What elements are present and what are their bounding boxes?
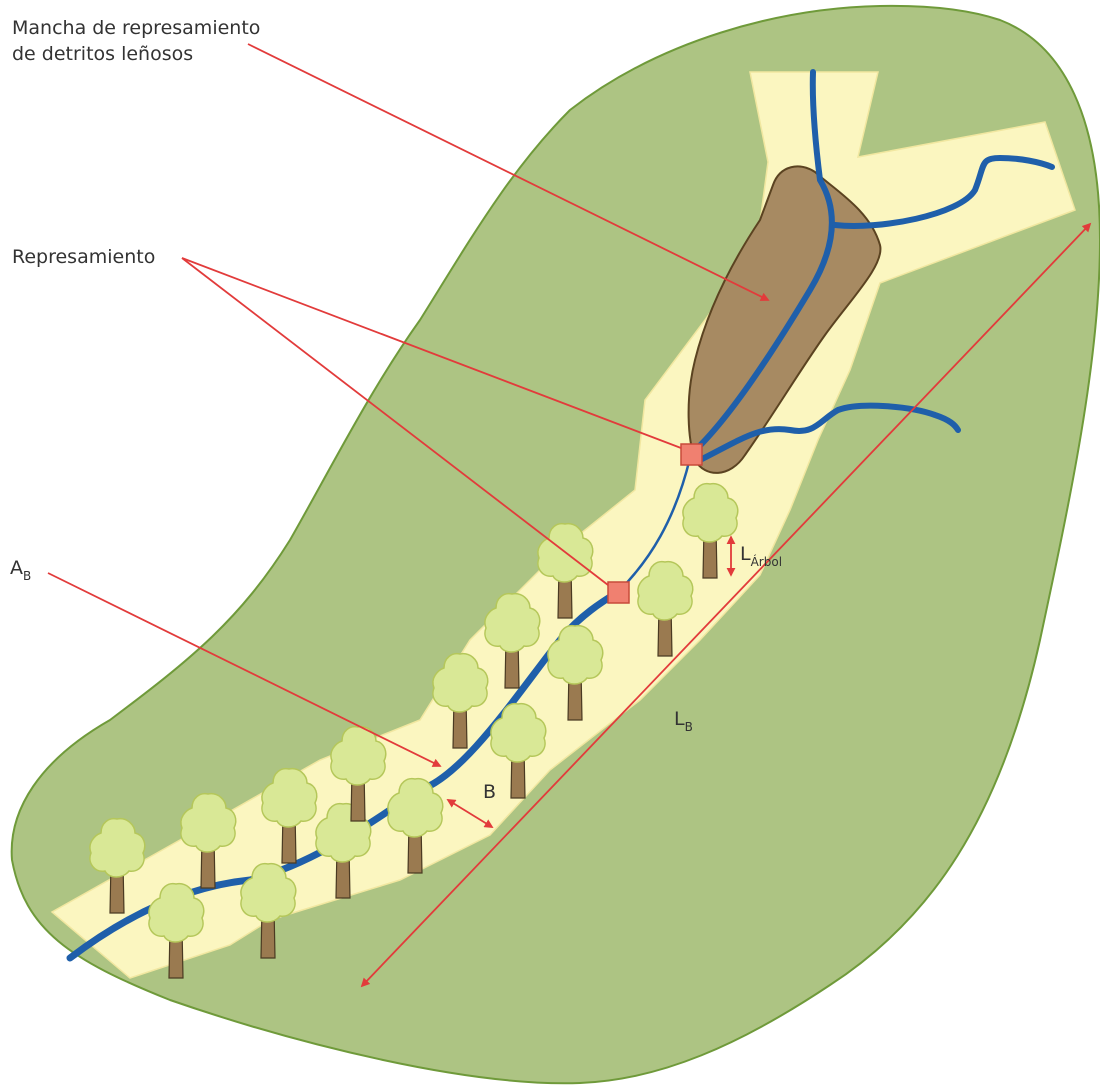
b-label: B bbox=[483, 781, 496, 803]
ab-label: AB bbox=[10, 557, 31, 583]
lb-label-main: L bbox=[674, 708, 685, 730]
dam-marker-icon bbox=[608, 582, 629, 603]
lb-label-sub: B bbox=[685, 720, 693, 734]
dam-marker-icon bbox=[681, 444, 702, 465]
mancha-label-line2: de detritos leñosos bbox=[12, 43, 193, 65]
larbol-label-main: L bbox=[740, 543, 751, 565]
ab-label-main: A bbox=[10, 557, 23, 579]
mancha-label-line1: Mancha de represamiento bbox=[12, 17, 260, 39]
represamiento-label: Represamiento bbox=[12, 246, 155, 268]
ab-label-sub: B bbox=[23, 569, 31, 583]
larbol-label-sub: Árbol bbox=[751, 554, 782, 569]
